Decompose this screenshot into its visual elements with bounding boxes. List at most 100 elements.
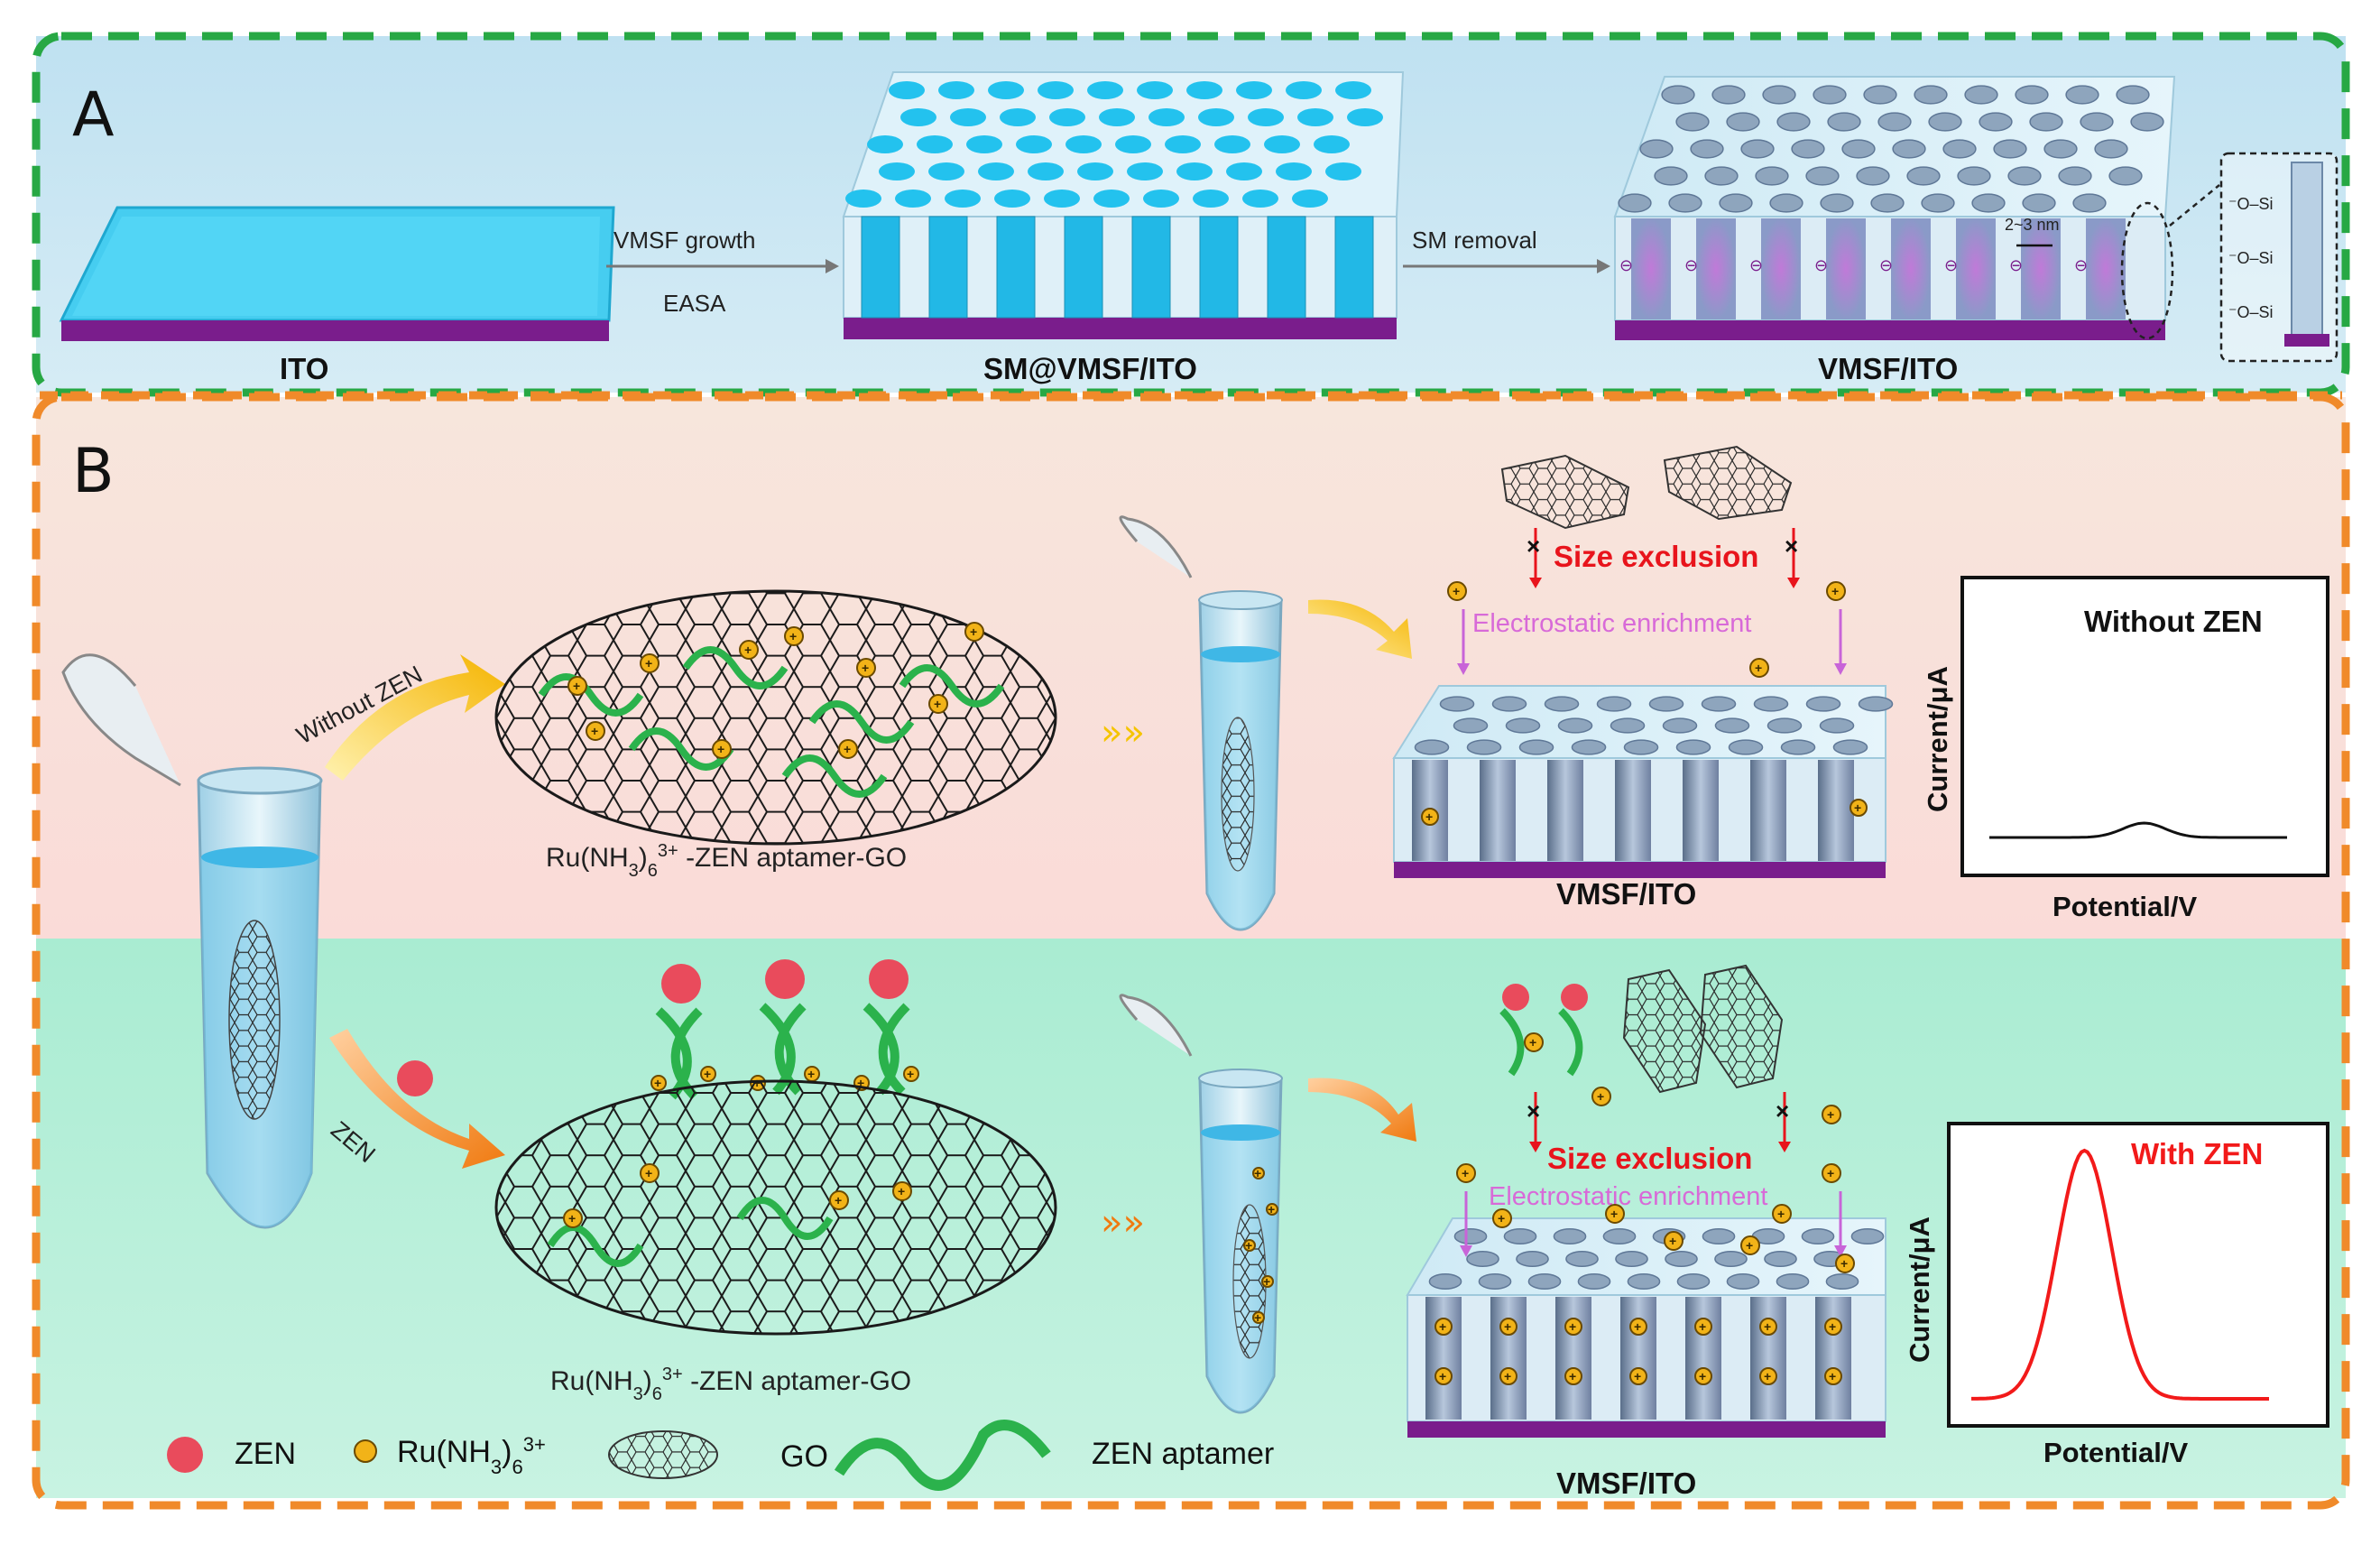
ru-plus: + bbox=[907, 1067, 914, 1081]
arrow-to-electrode-top bbox=[1308, 599, 1412, 659]
ru-plus: + bbox=[807, 1067, 815, 1081]
sm-dot bbox=[1137, 81, 1173, 99]
ru-complex bbox=[1447, 581, 1467, 601]
sm-column bbox=[1199, 216, 1239, 319]
zen-molecule-free bbox=[397, 1060, 433, 1096]
aptamer-strand bbox=[682, 646, 789, 689]
ru-complex bbox=[1740, 1235, 1760, 1255]
enrich-arrow-bottom-right-head bbox=[1834, 1245, 1847, 1257]
pore-channel bbox=[1425, 1297, 1462, 1420]
pore-opening bbox=[1769, 193, 1803, 213]
pore-opening bbox=[2080, 112, 2114, 132]
pore-opening bbox=[1675, 739, 1711, 755]
sm-dot bbox=[988, 81, 1024, 99]
ru-plus: + bbox=[1831, 584, 1839, 598]
ru-complex bbox=[1749, 658, 1769, 678]
sm-dot bbox=[928, 162, 964, 180]
ru-plus: + bbox=[717, 742, 724, 756]
pore-opening bbox=[1648, 696, 1684, 712]
sm-column bbox=[1064, 216, 1103, 319]
ru-plus: + bbox=[645, 1166, 652, 1180]
arrow-with-zen bbox=[329, 1029, 505, 1169]
arrow-sm-removal-head bbox=[1597, 259, 1610, 273]
pore-opening bbox=[1740, 139, 1775, 159]
silanol-3: ⁻O–Si bbox=[2228, 303, 2274, 321]
vmsf-a-pore-channels: ⊖⊖⊖⊖⊖⊖⊖⊖ bbox=[1619, 218, 2126, 319]
ru-complex bbox=[712, 739, 732, 759]
ru-plus: + bbox=[1254, 1166, 1261, 1180]
pore-opening bbox=[2108, 166, 2143, 186]
sm-dot bbox=[950, 108, 986, 126]
ru-plus: + bbox=[1569, 1369, 1576, 1383]
pore-opening bbox=[1711, 85, 1746, 105]
pore-channel bbox=[1620, 1297, 1656, 1420]
aptamers-on-go-top bbox=[538, 646, 1005, 798]
pore-opening bbox=[1466, 1251, 1499, 1267]
chevrons-bottom: »» bbox=[1101, 1202, 1145, 1244]
pore-channel bbox=[1555, 1297, 1591, 1420]
zen-bound bbox=[661, 964, 701, 1004]
pore-opening bbox=[2130, 112, 2164, 132]
ru-complex bbox=[1629, 1367, 1647, 1385]
negative-charge: ⊖ bbox=[1814, 256, 1828, 274]
pore-opening bbox=[2022, 193, 2056, 213]
chart-bottom-ylabel: Current/μA bbox=[1904, 1217, 1935, 1363]
sm-dot bbox=[879, 162, 915, 180]
aptamers-on-go-bottom bbox=[547, 1197, 834, 1267]
ru-plus: + bbox=[1634, 1319, 1641, 1334]
ru-plus: + bbox=[1764, 1319, 1771, 1334]
legend-go-icon bbox=[608, 1430, 718, 1479]
negative-charge: ⊖ bbox=[1684, 256, 1698, 274]
pore-opening bbox=[1439, 696, 1475, 712]
ru-plus: + bbox=[857, 1076, 864, 1090]
pore-opening bbox=[2094, 139, 2128, 159]
sm-dot bbox=[1049, 108, 1085, 126]
ru-complex bbox=[1772, 1204, 1792, 1224]
ru-plus: + bbox=[744, 643, 752, 657]
ru-complex bbox=[640, 653, 660, 673]
stage-vmsf-label: VMSF/ITO bbox=[1818, 352, 1958, 385]
sm-dot bbox=[1264, 135, 1300, 153]
curve-bottom bbox=[1971, 1148, 2269, 1401]
ru-complex bbox=[1822, 1105, 1841, 1124]
mid-tube-top bbox=[1119, 515, 1283, 931]
ru-plus: + bbox=[970, 624, 977, 639]
pore-channel bbox=[1818, 760, 1854, 861]
ru-complex bbox=[1822, 1163, 1841, 1183]
arrow-to-electrode-bottom bbox=[1308, 1078, 1416, 1142]
sm-dot bbox=[1276, 162, 1312, 180]
sm-column bbox=[861, 216, 900, 319]
pore-opening bbox=[1557, 717, 1593, 734]
pore-opening bbox=[1668, 193, 1702, 213]
ru-free-top: +++ bbox=[1447, 581, 1846, 678]
pore-opening bbox=[1863, 85, 1897, 105]
stage-sm-vmsf-label: SM@VMSF/ITO bbox=[983, 352, 1197, 385]
pore-opening bbox=[1577, 1273, 1611, 1290]
pore-opening bbox=[2116, 85, 2150, 105]
pore-opening bbox=[1623, 739, 1659, 755]
pore-opening bbox=[1971, 193, 2006, 213]
exclusion-arrow-top-left-head bbox=[1529, 578, 1542, 588]
ru-plus: + bbox=[1634, 1369, 1641, 1383]
electrode-top-channels: ++ bbox=[1412, 760, 1868, 861]
chart-bottom-title: With ZEN bbox=[2131, 1137, 2263, 1170]
sm-dot bbox=[1242, 190, 1278, 208]
pore-channel bbox=[1615, 760, 1651, 861]
ru-plus: + bbox=[1699, 1319, 1706, 1334]
zoom-circle bbox=[2120, 201, 2174, 340]
ru-complex bbox=[1421, 808, 1439, 826]
pore-channel bbox=[2086, 218, 2126, 319]
pore-opening bbox=[1505, 717, 1541, 734]
ru-plus: + bbox=[1669, 1234, 1676, 1248]
sm-column bbox=[996, 216, 1036, 319]
ru-complex bbox=[1564, 1318, 1582, 1336]
pore-opening bbox=[1544, 696, 1580, 712]
pore-opening bbox=[1819, 717, 1855, 734]
ru-complex bbox=[640, 1163, 660, 1183]
ru-complex bbox=[700, 1066, 716, 1082]
pore-channel bbox=[1547, 760, 1583, 861]
aptamer-strand bbox=[736, 1197, 834, 1240]
ru-plus: + bbox=[844, 742, 851, 756]
sm-dot bbox=[1016, 135, 1052, 153]
ru-complex bbox=[1759, 1318, 1777, 1336]
